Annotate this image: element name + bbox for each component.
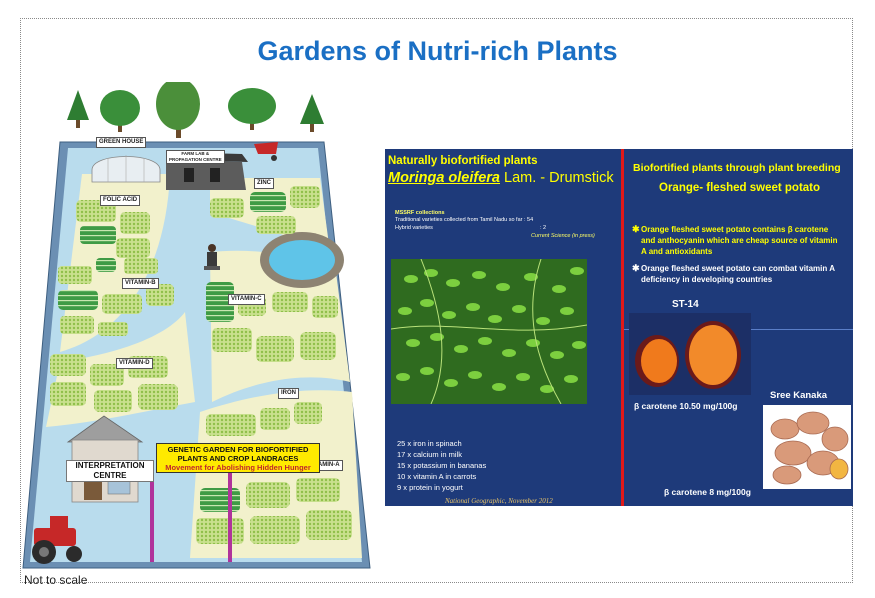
label-vitamin-d: VITAMIN-D [116, 358, 153, 369]
sree-kanaka-beta-carotene: β carotene 8 mg/100g [664, 487, 751, 497]
tree-row [67, 82, 324, 138]
garden-map: GREEN HOUSE FARM LAB & PROPAGATION CENTR… [20, 82, 380, 572]
national-geographic-citation: National Geographic, November 2012 [445, 497, 553, 505]
garden-beds [50, 186, 352, 544]
sign-line-3: Movement for Abolishing Hidden Hunger [165, 463, 311, 472]
current-science-citation: Current Science (in press) [531, 233, 595, 239]
traditional-varieties-text: Traditional varieties collected from Tam… [395, 217, 534, 223]
moringa-heading: Moringa oleifera Lam. - Drumstick [388, 170, 614, 186]
page-title: Gardens of Nutri-rich Plants [257, 36, 618, 66]
label-farm-lab-line1: FARM LAB & [181, 151, 210, 156]
sign-post-left [150, 462, 154, 562]
fact-item: 15 x potassium in bananas [397, 461, 487, 470]
sree-kanaka-sweet-potato-photo [763, 405, 851, 489]
bullet-text: Orange fleshed sweet potato contains β c… [641, 225, 838, 256]
st14-sweet-potato-photo [629, 313, 751, 395]
person-figure [204, 244, 220, 270]
moringa-leaves-photo [391, 259, 587, 404]
bullet-text: Orange fleshed sweet potato can combat v… [641, 264, 835, 284]
field-east [210, 250, 350, 402]
fact-item: 9 x protein in yogurt [397, 483, 463, 492]
label-iron: IRON [278, 388, 299, 399]
bullet-beta-carotene: ✱ Orange fleshed sweet potato contains β… [632, 224, 841, 257]
mssrf-collections-label: MSSRF collections [395, 210, 445, 216]
genetic-garden-sign: GENETIC GARDEN FOR BIOFORTIFIED PLANTS A… [156, 443, 320, 473]
moringa-common-name: Lam. - Drumstick [500, 170, 614, 186]
sign-line-1: GENETIC GARDEN FOR BIOFORTIFIED [167, 445, 309, 454]
naturally-biofortified-heading: Naturally biofortified plants [388, 155, 538, 167]
fact-item: 25 x iron in spinach [397, 439, 462, 448]
pond [260, 232, 344, 288]
label-farm-lab: FARM LAB & PROPAGATION CENTRE [166, 150, 225, 164]
hybrid-varieties-label: Hybrid varieties [395, 225, 433, 231]
fact-item: 10 x vitamin A in carrots [397, 472, 477, 481]
sign-post-right [228, 462, 232, 562]
wheelbarrow [254, 142, 278, 161]
sign-line-2: PLANTS AND CROP LANDRACES [177, 454, 299, 463]
biofortified-info-panel: Naturally biofortified plants Moringa ol… [385, 149, 853, 506]
sweet-potato-subheading: Orange- fleshed sweet potato [659, 182, 821, 194]
bullet-vitamin-a-deficiency: ✱ Orange fleshed sweet potato can combat… [632, 263, 846, 285]
st14-beta-carotene: β carotene 10.50 mg/100g [634, 401, 738, 411]
label-folic-acid: FOLIC ACID [100, 195, 141, 206]
label-zinc: ZINC [254, 178, 274, 189]
plant-breeding-heading: Biofortified plants through plant breedi… [633, 162, 841, 174]
tractor [32, 516, 82, 564]
panel-divider [621, 149, 624, 506]
scale-note: Not to scale [24, 573, 88, 587]
label-interpretation-centre: INTERPRETATION CENTRE [66, 460, 154, 482]
fact-item: 17 x calcium in milk [397, 450, 463, 459]
label-green-house: GREEN HOUSE [96, 137, 147, 148]
green-house-building [91, 155, 161, 183]
variety-st14-label: ST-14 [672, 299, 699, 310]
label-farm-lab-line2: PROPAGATION CENTRE [169, 157, 222, 162]
moringa-nutrient-facts: 25 x iron in spinach 17 x calcium in mil… [397, 438, 486, 493]
label-vitamin-c: VITAMIN-C [228, 294, 265, 305]
moringa-species-name: Moringa oleifera [388, 170, 500, 186]
variety-sree-kanaka-label: Sree Kanaka [770, 390, 828, 401]
bullet-star-icon: ✱ [632, 224, 640, 234]
hybrid-varieties-value: : 2 [540, 225, 547, 231]
label-vitamin-b: VITAMIN-B [122, 278, 159, 289]
bullet-star-icon: ✱ [632, 263, 640, 273]
